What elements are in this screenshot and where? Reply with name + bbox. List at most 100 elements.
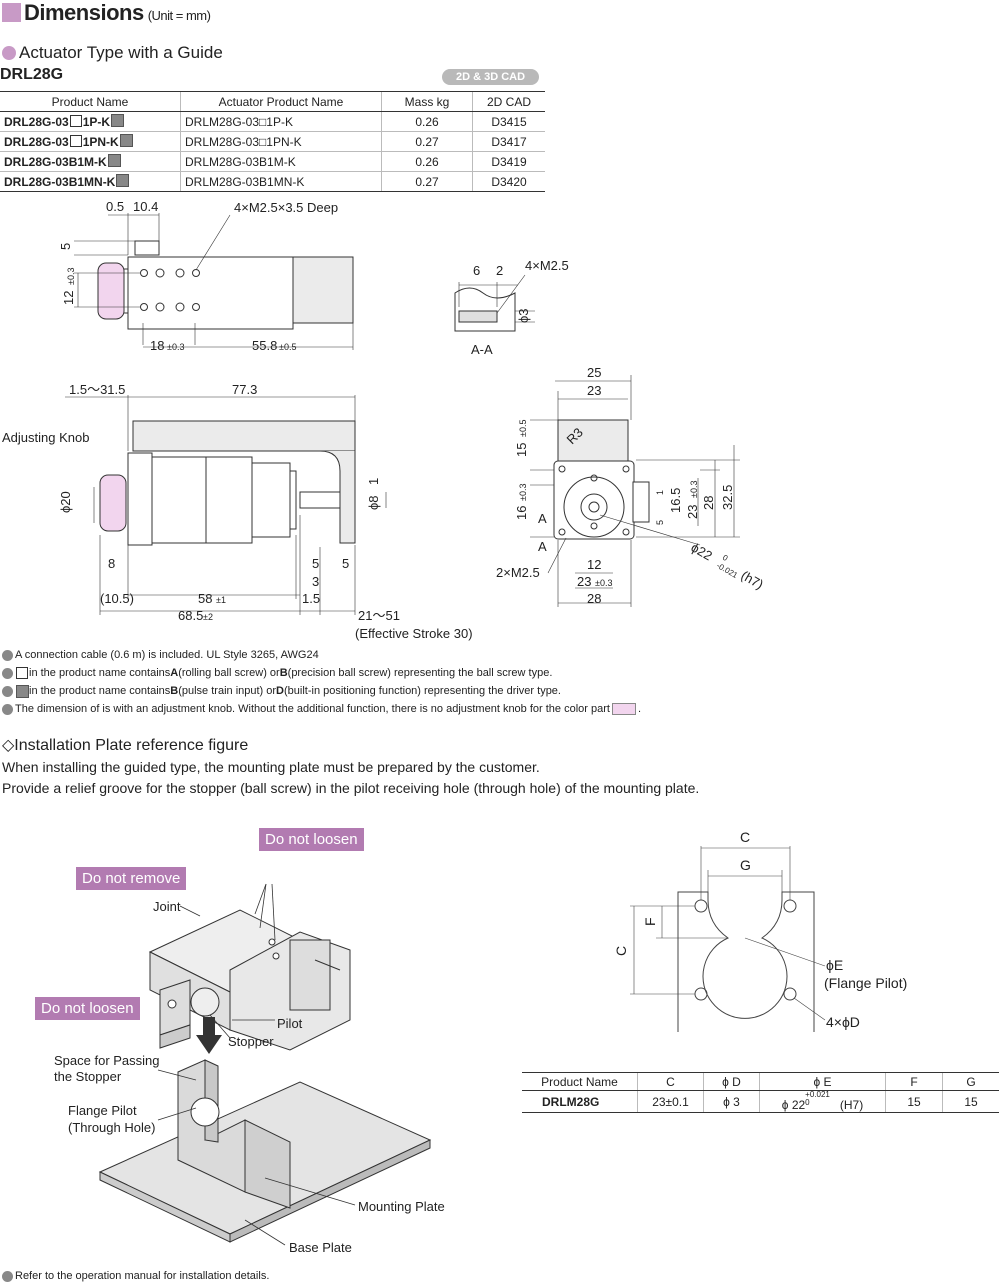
svg-text:(Effective Stroke 30): (Effective Stroke 30) (355, 626, 473, 641)
actuator-name-cell: DRLM28G-03B1MN-K (180, 171, 382, 192)
svg-text:±0.3: ±0.3 (595, 578, 612, 588)
svg-text:68.5: 68.5 (178, 608, 203, 623)
svg-text:4×ϕD: 4×ϕD (826, 1014, 860, 1030)
paragraph: Provide a relief groove for the stopper … (2, 780, 700, 796)
section2-title: ◇Installation Plate reference figure (2, 737, 249, 754)
base-plate-label: Base Plate (289, 1240, 352, 1255)
plate-table: Product Name C ϕ D ϕ E F G DRLM28G 23±0.… (522, 1072, 999, 1113)
svg-text:0: 0 (721, 553, 730, 563)
color-part-swatch (611, 703, 636, 715)
joint-label: Joint (153, 899, 181, 914)
do-not-loosen-tag: Do not loosen (35, 997, 140, 1020)
cad-cell[interactable]: D3420 (472, 171, 545, 192)
svg-text:(Flange Pilot): (Flange Pilot) (824, 975, 907, 991)
svg-text:±0.3: ±0.3 (518, 484, 528, 501)
svg-text:A-A: A-A (471, 342, 493, 357)
note-item: in the product name contains B (pulse tr… (2, 682, 641, 700)
bullet-icon (2, 1270, 13, 1282)
actuator-name-cell: DRLM28G-03B1M-K (180, 151, 382, 172)
svg-text:C: C (613, 946, 629, 956)
svg-text:3: 3 (312, 574, 319, 589)
header-color-square (2, 3, 21, 22)
note-item: A connection cable (0.6 m) is included. … (2, 646, 641, 664)
f-cell: 15 (885, 1090, 943, 1113)
svg-text:0.5: 0.5 (106, 199, 124, 214)
svg-text:28: 28 (587, 591, 601, 606)
page-title: Dimensions(Unit = mm) (24, 0, 211, 25)
col-header: ϕ D (703, 1072, 760, 1091)
col-header: ϕ E (759, 1072, 886, 1091)
installation-figure (98, 883, 432, 1246)
cad-cell[interactable]: D3415 (472, 111, 545, 132)
svg-text:(h7): (h7) (739, 568, 767, 593)
cad-cell[interactable]: D3419 (472, 151, 545, 172)
svg-text:23: 23 (587, 383, 601, 398)
do-not-remove-tag: Do not remove (76, 867, 187, 890)
g-cell: 15 (942, 1090, 999, 1113)
svg-text:G: G (740, 857, 751, 873)
mass-cell: 0.27 (381, 131, 473, 152)
svg-text:28: 28 (701, 496, 716, 510)
svg-text:15: 15 (514, 443, 529, 457)
svg-text:32.5: 32.5 (720, 485, 735, 510)
col-header: Product Name (522, 1072, 638, 1091)
svg-text:-0.021: -0.021 (715, 561, 740, 580)
table-row: DRL28G-03B1MN-K DRLM28G-03B1MN-K 0.27 D3… (0, 171, 545, 192)
col-header: F (885, 1072, 943, 1091)
stopper-label: Stopper (228, 1034, 274, 1049)
cad-badge-link[interactable]: 2D & 3D CAD (442, 69, 539, 85)
footer-note: Refer to the operation manual for instal… (2, 1270, 269, 1282)
c-cell: 23±0.1 (637, 1090, 704, 1113)
svg-text:5: 5 (312, 556, 319, 571)
bullet-icon (2, 685, 13, 697)
product-table: Product Name Actuator Product Name Mass … (0, 91, 545, 192)
col-header: C (637, 1072, 704, 1091)
bullet-icon (2, 667, 13, 679)
svg-text:±2: ±2 (203, 612, 213, 622)
svg-text:A: A (538, 539, 547, 554)
svg-text:16.5: 16.5 (668, 488, 683, 513)
product-name-cell: DRL28G-03B1MN-K (0, 171, 181, 192)
svg-text:5: 5 (58, 243, 73, 250)
actuator-name-cell: DRLM28G-03□1P-K (180, 111, 382, 132)
d-cell: ϕ 3 (703, 1090, 760, 1113)
pilot-label: Pilot (277, 1016, 303, 1031)
svg-text:ϕ8: ϕ8 (366, 495, 381, 510)
svg-text:16: 16 (514, 506, 529, 520)
dimension-drawing: 0.5 10.4 4×M2.5×3.5 Deep 5 12 ±0.3 18 ±0… (2, 199, 767, 641)
mass-cell: 0.26 (381, 111, 473, 132)
cad-cell[interactable]: D3417 (472, 131, 545, 152)
svg-text:ϕ3: ϕ3 (516, 308, 531, 323)
svg-text:12: 12 (587, 557, 601, 572)
do-not-loosen-tag: Do not loosen (259, 828, 364, 851)
col-header: 2D CAD (472, 91, 545, 112)
note-item: The dimension of is with an adjustment k… (2, 700, 641, 718)
svg-text:21～51: 21～51 (358, 608, 400, 623)
paragraph: When installing the guided type, the mou… (2, 759, 540, 775)
col-header: Product Name (0, 91, 181, 112)
plate-drawing: C G F C ϕE (Flange Pilot) 4×ϕD (613, 829, 907, 1032)
svg-text:58: 58 (198, 591, 212, 606)
svg-text:±0.5: ±0.5 (518, 420, 528, 437)
svg-text:25: 25 (587, 365, 601, 380)
table-row: DRL28G-03B1M-K DRLM28G-03B1M-K 0.26 D341… (0, 151, 545, 172)
svg-text:10.4: 10.4 (133, 199, 158, 214)
product-name-cell: DRL28G-03B1M-K (0, 151, 181, 172)
bullet-icon (2, 703, 13, 715)
section-bullet-icon (2, 46, 16, 60)
svg-text:1.5～31.5: 1.5～31.5 (69, 382, 125, 397)
svg-text:(10.5): (10.5) (100, 591, 134, 606)
svg-text:1: 1 (655, 490, 665, 495)
svg-text:±0.3: ±0.3 (66, 268, 76, 285)
col-header: G (942, 1072, 999, 1091)
mounting-plate-label: Mounting Plate (358, 1199, 445, 1214)
unit-label: (Unit = mm) (147, 8, 211, 23)
svg-text:A: A (538, 511, 547, 526)
notes: A connection cable (0.6 m) is included. … (2, 646, 641, 718)
space-label-2: the Stopper (54, 1069, 122, 1084)
svg-text:±0.5: ±0.5 (279, 342, 296, 352)
